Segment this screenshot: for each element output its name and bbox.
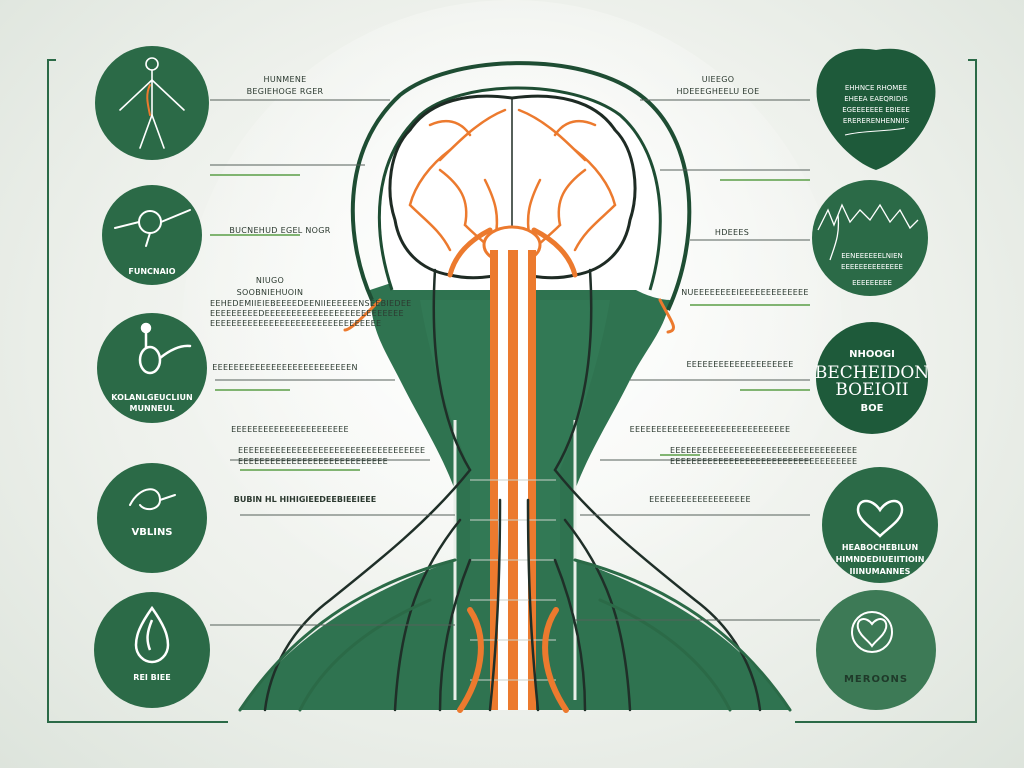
heartbeat-wave-icon — [817, 203, 919, 261]
left-circle-2-text: FUNCNAIO — [128, 267, 175, 276]
text-badge-icon: NHOOGI BECHEIDON BOEIOII BOE — [815, 349, 929, 414]
left-circle-5: REI BIEE — [94, 592, 210, 708]
left-label-1-a: HUNMENE — [264, 75, 307, 84]
left-label-3-b: SOOBNIEHUOIN — [237, 288, 304, 297]
nerve-branches — [238, 268, 792, 713]
left-label-3-a: NIUGO — [256, 276, 284, 285]
left-label-6: BUBIN HL HIHIGIEEDEEBIEEIEEE — [234, 495, 377, 504]
head-outline-outer — [350, 61, 692, 311]
right-circle-4: HEABOCHEBILUN HIMNDEDIUEIITIOIN IIINUMAN… — [822, 467, 938, 583]
right-frame-bracket — [968, 59, 977, 723]
left-circle-3-text-a: KOLANLGEUCLIUN — [111, 393, 192, 402]
right-circle-3-text-b: BECHEIDON — [815, 363, 929, 383]
heart-in-circle-icon — [851, 611, 893, 653]
left-circle-4-text: VBLINS — [131, 527, 172, 538]
right-circle-2-text-c: EEEEEEEEE — [852, 279, 892, 287]
right-labels: UIEEGO HDEEEGHEELU EOE HDEEES NUEEEEEEEE… — [630, 75, 857, 504]
right-circle-5-text: MEROONS — [844, 674, 908, 685]
right-circle-4-text-a: HEABOCHEBILUN — [842, 543, 918, 552]
left-circle-1 — [95, 46, 209, 160]
right-circle-1-text-d: ERERERENHENNIIS — [843, 117, 910, 125]
nerve-loop-icon — [129, 488, 176, 511]
left-label-3-desc-b: EEEEEEEEEDEEEEEEEEEEEEEEEEEEEEEEEEEE — [210, 309, 404, 318]
left-circle-5-text: REI BIEE — [133, 673, 170, 682]
right-circle-1-text-c: EGEEEEEEE EBIEEE — [842, 106, 910, 114]
right-circle-3: NHOOGI BECHEIDON BOEIOII BOE — [815, 322, 929, 434]
left-label-3-desc-a: EEHEDEMIIEIEBEEEEDEENIIEEEEEENSEEBIEDEE — [210, 299, 412, 308]
right-label-5-desc-b: EEEEEEEEEEEEEEEEEEEEEEEEEEEEEEEEEEE — [670, 457, 857, 466]
right-label-4: EEEEEEEEEEEEEEEEEEEE — [686, 360, 793, 369]
nerve-probe-icon — [138, 322, 192, 375]
right-circle-1-text-a: EHHNCE RHOMEE — [845, 84, 907, 92]
left-label-5: EEEEEEEEEEEEEEEEEEEEEE — [231, 425, 349, 434]
heart-shield-icon: EHHNCE RHOMEE EHEEA EAEQRIDIS EGEEEEEEE … — [842, 84, 910, 136]
left-label-3-desc-c: EEEEEEEEEEEEEEEEEEEEEEEEEEEEEEEE — [210, 319, 381, 328]
right-label-3: NUEEEEEEEEIEEEEEEEEEEEEE — [681, 288, 809, 297]
right-circle-2-text-b: EEEEEEEEEEEEEE — [841, 263, 903, 271]
left-circle-3-text-b: MUNNEUL — [130, 404, 175, 413]
right-circle-2: EENEEEEEELNIEN EEEEEEEEEEEEEE EEEEEEEEE — [812, 180, 928, 296]
right-label-1-b: HDEEEGHEELU EOE — [676, 87, 759, 96]
left-connector-lines — [210, 99, 455, 626]
right-label-1-a: UIEEGO — [702, 75, 735, 84]
left-circle-3: KOLANLGEUCLIUN MUNNEUL — [97, 313, 207, 423]
right-circle-5: MEROONS — [816, 590, 936, 710]
left-label-4: EEEEEEEEEEEEEEEEEEEEEEEEEEN — [212, 363, 358, 372]
right-circle-3-text-c: BOEIOII — [835, 380, 908, 400]
right-label-5-desc-a: EEEEEEEEEEEEEEEEEEEEEEEEEEEEEEEEEEE — [670, 446, 857, 455]
spinal-cord — [470, 250, 556, 710]
heart-outline-icon — [856, 499, 904, 538]
right-circle-4-text-b: HIMNDEDIUEIITIOIN — [836, 555, 925, 564]
right-circle-2-text-a: EENEEEEEELNIEN — [841, 252, 902, 260]
left-circle-4: VBLINS — [97, 463, 207, 573]
left-label-5-desc-b: EEEEEEEEEEEEEEEEEEEEEEEEEEEE — [238, 457, 388, 466]
left-label-2: BUCNEHUD EGEL NOGR — [229, 226, 330, 235]
right-green-rules — [660, 179, 810, 456]
left-label-5-desc-a: EEEEEEEEEEEEEEEEEEEEEEEEEEEEEEEEEEE — [238, 446, 425, 455]
human-nerve-figure-icon — [119, 57, 185, 149]
left-labels: HUNMENE BEGIEHOGE RGER BUCNEHUD EGEL NOG… — [210, 75, 425, 504]
right-circle-3-text-d: BOE — [861, 403, 884, 414]
right-label-2: HDEEES — [715, 228, 749, 237]
left-frame-bracket — [47, 59, 56, 723]
right-circle-4-text-c: IIINUMANNES — [850, 567, 911, 576]
right-circle-3-text-a: NHOOGI — [849, 349, 895, 360]
right-connector-lines — [575, 99, 820, 621]
left-circle-2: FUNCNAIO — [102, 185, 202, 285]
right-label-5: EEEEEEEEEEEEEEEEEEEEEEEEEEEEEE — [630, 425, 791, 434]
right-circle-1: EHHNCE RHOMEE EHEEA EAEQRIDIS EGEEEEEEE … — [816, 48, 936, 170]
left-label-1-b: BEGIEHOGE RGER — [247, 87, 324, 96]
droplet-icon — [134, 605, 170, 664]
nerve-node-icon — [114, 209, 191, 247]
right-label-6: EEEEEEEEEEEEEEEEEEE — [649, 495, 751, 504]
left-green-rules — [210, 174, 360, 471]
right-circle-1-text-b: EHEEA EAEQRIDIS — [844, 95, 908, 103]
